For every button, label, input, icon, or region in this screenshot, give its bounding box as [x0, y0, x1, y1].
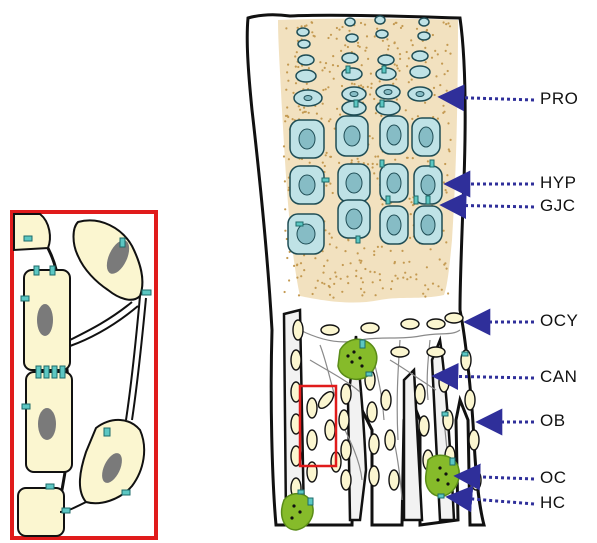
- label-hyp: HYP: [540, 173, 576, 193]
- arrow-can: [434, 376, 534, 378]
- label-ocy: OCY: [540, 311, 578, 331]
- label-oc: OC: [540, 468, 567, 488]
- inset-nucleus-2: [38, 408, 56, 440]
- arrow-hc: [448, 497, 534, 504]
- label-ob: OB: [540, 411, 566, 431]
- inset-panel: [12, 212, 156, 538]
- arrow-gjc: [442, 205, 534, 207]
- label-gjc: GJC: [540, 196, 576, 216]
- main-diagram: [247, 15, 484, 530]
- inset-nucleus-1: [37, 304, 53, 336]
- label-can: CAN: [540, 367, 577, 387]
- inset-osteoblast-3: [18, 488, 64, 536]
- inset-cell-top: [14, 214, 50, 250]
- label-pro: PRO: [540, 89, 578, 109]
- label-hc: HC: [540, 493, 566, 513]
